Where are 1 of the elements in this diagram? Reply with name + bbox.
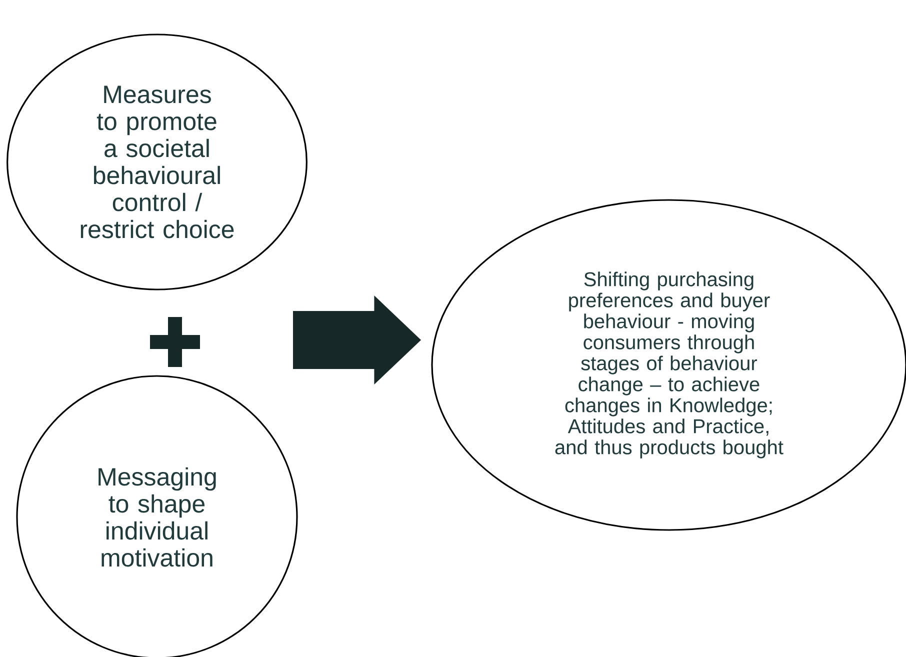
ellipse-node: Measures to promote a societal behavioural control / restrict choice	[6, 34, 308, 290]
